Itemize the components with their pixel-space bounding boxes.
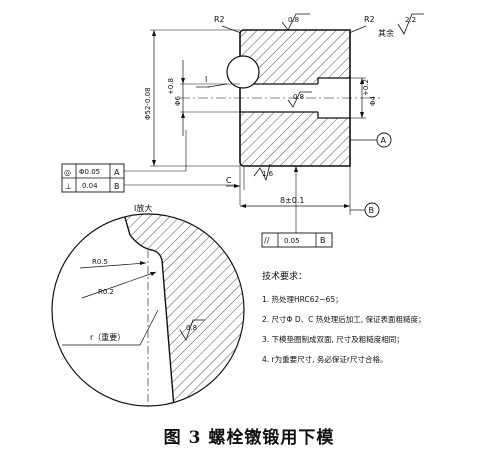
detail-mark-label: I [205, 75, 207, 84]
tech-item-3: 3. 下模垫圈制成双面, 尺寸及粗糙度相同； [262, 334, 404, 344]
dim-outer-diameter: Φ52-0.08 [144, 87, 152, 120]
tech-item-2: 2. 尺寸Φ D、C 热处理后加工, 保证表面粗糙度； [262, 314, 426, 324]
detail-roughness: 0.8 [186, 324, 197, 332]
main-section-view: I R2 R2 0.8 2.2 其余 0.8 Φ52-0.08 Φ6 +0.8 [61, 13, 424, 248]
datum-a-label: A [381, 136, 387, 145]
dim-bore-tol: +0.8 [167, 78, 175, 95]
roughness-c: 1.6 [262, 170, 274, 178]
radius-r2-right: R2 [364, 15, 375, 24]
tech-item-4: 4. r为重要尺寸, 务必保证r尺寸合格。 [262, 354, 387, 364]
dim-c: C [226, 176, 232, 185]
fcf3-datum: B [320, 236, 326, 245]
detail-circle-marker [226, 55, 260, 89]
fcf1-datum: A [114, 168, 120, 177]
figure-caption: 图 3 螺栓镦锻用下模 [163, 428, 335, 448]
roughness-bore: 0.8 [293, 93, 304, 101]
fcf2-datum: B [114, 182, 120, 191]
fcf3-symbol: // [264, 236, 270, 245]
datum-b-label: B [369, 206, 375, 215]
datum-a-circle [376, 132, 392, 148]
detail-r05: R0.5 [92, 258, 108, 266]
tech-title: 技术要求： [262, 270, 307, 282]
tech-item-1: 1. 热处理HRC62~65； [262, 294, 343, 304]
section-lower-hatch [240, 112, 350, 166]
detail-r02: R0.2 [98, 288, 114, 296]
fcf-left: ◎ Φ0.05 A ⊥ 0.04 B [61, 130, 236, 193]
technical-requirements: 技术要求： 1. 热处理HRC62~65； 2. 尺寸Φ D、C 热处理后加工,… [262, 270, 426, 364]
datum-b-circle [364, 202, 380, 218]
roughness-top-left: 0.8 [288, 16, 299, 24]
dim-counterbore-tol: +0.2 [362, 79, 370, 96]
fcf-parallelism: // 0.05 B [261, 232, 333, 248]
fcf2-value: 0.04 [82, 182, 98, 190]
detail-r-note: r（重要） [90, 332, 125, 342]
fcf1-value: Φ0.05 [79, 168, 100, 176]
detail-boundary-circle [51, 213, 245, 407]
fcf1-symbol: ◎ [64, 168, 71, 177]
roughness-rest-label: 其余 [378, 28, 394, 38]
radius-r2-left: R2 [214, 15, 225, 24]
dim-bore: Φ6 [174, 95, 182, 106]
dim-counterbore: Φ4 [369, 95, 377, 106]
detail-title: I放大 [134, 203, 152, 213]
dim-length: 8±0.1 [280, 196, 305, 205]
engineering-drawing: I R2 R2 0.8 2.2 其余 0.8 Φ52-0.08 Φ6 +0.8 [51, 13, 426, 407]
fcf3-value: 0.05 [284, 237, 300, 245]
fcf2-symbol: ⊥ [65, 182, 72, 191]
roughness-value-right: 2.2 [405, 16, 416, 24]
detail-enlarged-view: I放大 R0.5 R0.2 r（重要） 0.8 [51, 203, 245, 407]
